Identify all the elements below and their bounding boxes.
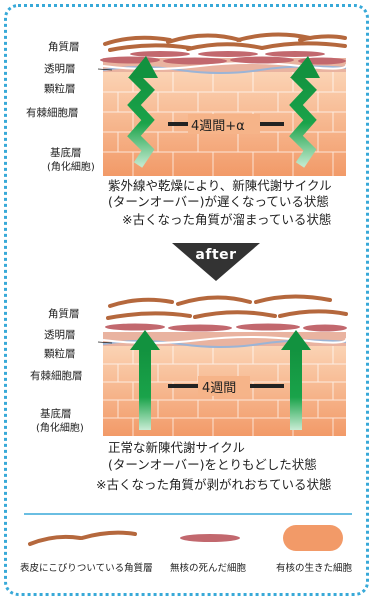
turnover-arrow-right <box>290 348 302 430</box>
after-diagram: 角質層 透明層 顆粒層 有棘細胞層 基底層 (角化細胞) 4週間 正常な新陳代謝… <box>0 280 375 500</box>
after-badge-arrow <box>172 243 260 281</box>
dead-cells <box>100 51 346 65</box>
label-stratum-basale: 基底層 <box>50 147 82 159</box>
arrow-head-left <box>128 56 158 78</box>
turnover-arrow-left <box>127 68 155 168</box>
before-caption-line3: ※古くなった角質が溜まっている状態 <box>122 212 332 227</box>
before-diagram: 角質層 透明層 顆粒層 有棘細胞層 基底層 (角化細胞) 4週間+α 紫外線や乾… <box>0 0 375 240</box>
label-stratum-basale-note: (角化細胞) <box>47 162 95 173</box>
arrow-head-left <box>130 330 160 350</box>
label-stratum-basale-note: (角化細胞) <box>36 423 84 434</box>
before-caption-line1: 紫外線や乾燥により、新陳代謝サイクル <box>108 178 332 193</box>
after-caption-line2: (ターンオーバー)をとりもどした状態 <box>108 457 317 472</box>
legend-living-cell-label: 有核の生きた細胞 <box>276 563 353 574</box>
before-caption-line2: (ターンオーバー)が遅くなっている状態 <box>108 194 329 209</box>
after-skin-illustration <box>97 294 348 436</box>
legend-dead-cell-label: 無核の死んだ細胞 <box>170 563 247 574</box>
after-caption-line1: 正常な新陳代謝サイクル <box>108 440 245 455</box>
label-stratum-granulosum: 顆粒層 <box>44 83 76 95</box>
label-stratum-spinosum: 有棘細胞層 <box>30 370 83 382</box>
peeling-horny-layers <box>106 294 348 320</box>
legend: 表皮にこびりついている角質層 無核の死んだ細胞 有核の生きた細胞 <box>0 500 375 596</box>
legend-living-cell-icon <box>283 525 343 551</box>
label-stratum-lucidum: 透明層 <box>44 329 76 341</box>
after-period-label: 4週間 <box>202 381 237 396</box>
legend-adhered-horny-label: 表皮にこびりついている角質層 <box>20 563 153 574</box>
label-stratum-granulosum: 顆粒層 <box>44 348 76 360</box>
adhered-horny-layers <box>103 32 347 52</box>
before-period-label: 4週間+α <box>191 119 245 134</box>
label-stratum-spinosum: 有棘細胞層 <box>26 107 79 119</box>
label-stratum-lucidum: 透明層 <box>44 63 76 75</box>
turnover-arrow-left <box>139 348 151 430</box>
legend-dead-cell-icon <box>180 534 240 542</box>
legend-horny-icon <box>28 530 137 546</box>
before-skin-illustration <box>97 32 348 176</box>
label-stratum-corneum: 角質層 <box>48 308 80 320</box>
arrow-head-right <box>290 56 320 78</box>
arrow-head-right <box>281 330 311 350</box>
dead-cells <box>105 323 347 332</box>
after-badge-text: after <box>195 247 237 263</box>
after-caption-line3: ※古くなった角質が剥がれおちている状態 <box>96 477 332 492</box>
legend-graphics <box>24 513 352 551</box>
dotted-frame <box>4 4 369 596</box>
label-stratum-corneum: 角質層 <box>48 41 80 53</box>
after-badge: after <box>172 243 260 281</box>
label-stratum-basale: 基底層 <box>40 408 72 420</box>
turnover-arrow-right <box>289 68 317 168</box>
